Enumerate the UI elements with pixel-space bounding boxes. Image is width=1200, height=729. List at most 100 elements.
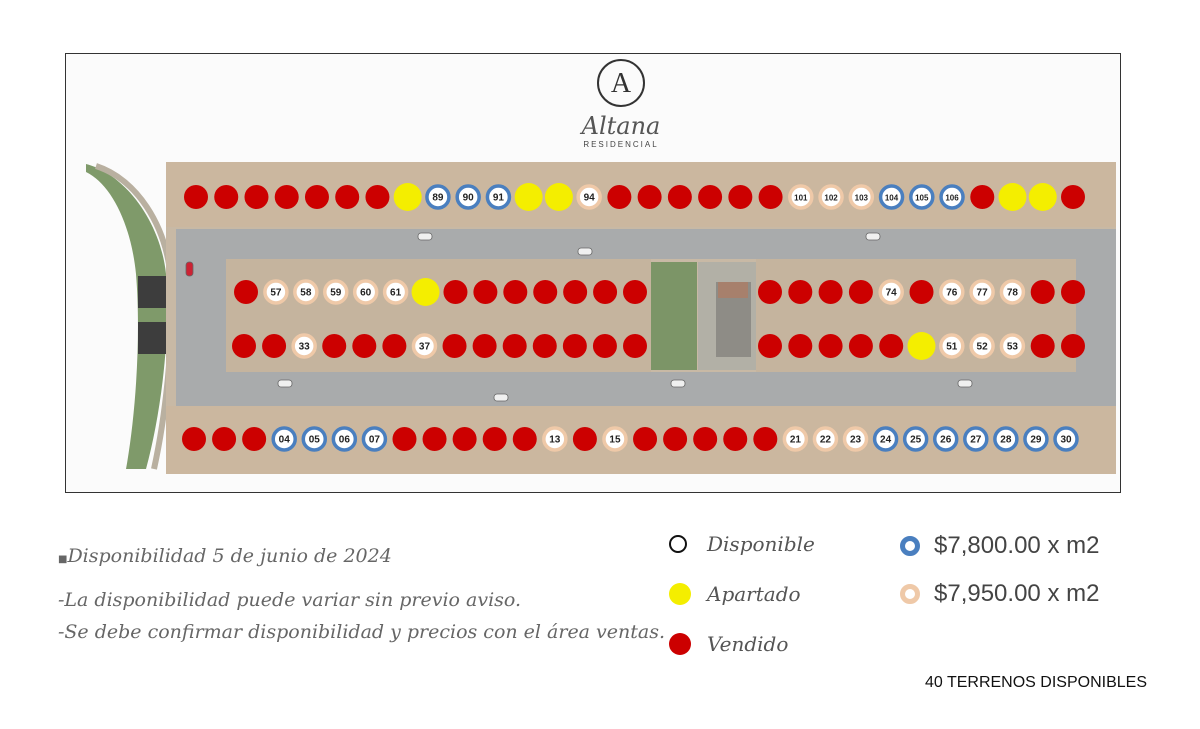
lot-marker-top[interactable]: 105 [909,184,935,210]
lot-marker-top[interactable] [184,185,208,209]
lot-marker-upper-right[interactable] [818,280,843,304]
lot-marker-top[interactable]: 90 [455,184,481,210]
lot-marker-bottom[interactable]: 05 [301,426,328,452]
lot-marker-bottom[interactable]: 07 [361,426,388,452]
lot-marker-lower-left[interactable] [623,334,647,358]
lot-marker-lower-left[interactable] [592,334,617,358]
lot-marker-bottom[interactable] [753,427,778,451]
lot-marker-lower-left[interactable] [322,334,347,358]
lot-marker-top[interactable] [544,183,573,211]
lot-marker-bottom[interactable]: 15 [602,426,628,452]
lot-marker-lower-left[interactable] [562,334,587,358]
lot-marker-upper-right[interactable]: 77 [969,279,995,305]
lot-marker-top[interactable]: 94 [576,184,602,210]
lot-marker-top[interactable]: 89 [425,184,451,210]
lot-marker-lower-right[interactable] [788,334,813,358]
lot-marker-upper-left[interactable] [473,280,498,304]
lot-marker-bottom[interactable]: 26 [932,426,959,452]
lot-marker-upper-left[interactable] [503,280,528,304]
lot-marker-bottom[interactable]: 23 [842,426,869,452]
lot-marker-lower-left[interactable] [262,334,287,358]
lot-marker-top[interactable] [244,185,269,209]
lot-marker-top[interactable] [514,183,543,211]
lot-marker-top[interactable] [698,185,723,209]
lot-marker-bottom[interactable]: 27 [963,426,989,452]
lot-marker-lower-left[interactable] [232,334,256,358]
lot-marker-bottom[interactable]: 06 [331,426,358,452]
lot-marker-lower-left[interactable] [382,334,407,358]
lot-marker-upper-right[interactable] [788,280,813,304]
lot-marker-lower-right[interactable] [848,334,873,358]
lot-marker-top[interactable]: 103 [848,184,875,210]
lot-marker-upper-left[interactable]: 61 [382,279,409,305]
lot-marker-top[interactable]: 106 [939,184,965,210]
lot-marker-bottom[interactable]: 04 [271,426,297,452]
lot-marker-top[interactable]: 102 [818,184,844,210]
lot-marker-lower-left[interactable] [532,334,557,358]
lot-marker-upper-left[interactable] [593,280,618,304]
lot-marker-upper-left[interactable] [234,280,258,304]
lot-marker-top[interactable] [274,185,299,209]
lot-marker-bottom[interactable] [512,427,537,451]
lot-marker-lower-right[interactable] [1030,334,1055,358]
lot-marker-top[interactable] [365,185,390,209]
lot-marker-top[interactable] [607,185,632,209]
lot-marker-top[interactable] [304,185,329,209]
lot-marker-upper-right[interactable] [1061,280,1085,304]
lot-marker-top[interactable] [998,183,1027,211]
lot-marker-upper-left[interactable]: 60 [352,279,379,305]
lot-marker-upper-left[interactable]: 57 [263,279,289,305]
lot-marker-lower-right[interactable] [1061,334,1085,358]
lot-marker-lower-left[interactable] [502,334,527,358]
lot-marker-top[interactable] [758,185,783,209]
lot-marker-bottom[interactable]: 22 [812,426,839,452]
lot-marker-top[interactable] [214,185,239,209]
lot-marker-top[interactable] [637,185,662,209]
lot-marker-top[interactable] [1028,183,1057,211]
lot-marker-lower-right[interactable]: 52 [969,333,995,359]
lot-marker-lower-right[interactable] [879,334,904,358]
lot-marker-upper-left[interactable] [533,280,558,304]
lot-marker-lower-right[interactable] [818,334,843,358]
lot-marker-lower-left[interactable] [352,334,377,358]
lot-marker-top[interactable]: 104 [878,184,905,210]
lot-marker-upper-left[interactable]: 59 [323,279,349,305]
lot-marker-upper-left[interactable]: 58 [293,279,319,305]
lot-marker-bottom[interactable]: 24 [872,426,899,452]
lot-marker-bottom[interactable] [482,427,507,451]
lot-marker-bottom[interactable]: 13 [542,426,568,452]
lot-marker-lower-left[interactable]: 37 [411,333,438,359]
lot-marker-bottom[interactable]: 29 [1023,426,1049,452]
lot-marker-lower-left[interactable] [442,334,467,358]
lot-marker-top[interactable] [970,185,995,209]
lot-marker-upper-left[interactable] [411,278,440,306]
lot-marker-lower-left[interactable] [472,334,497,358]
lot-marker-top[interactable] [667,185,692,209]
lot-marker-upper-left[interactable] [623,280,647,304]
lot-marker-bottom[interactable] [572,427,597,451]
lot-marker-top[interactable] [728,185,753,209]
lot-marker-bottom[interactable] [633,427,658,451]
lot-marker-lower-left[interactable]: 33 [291,333,317,359]
lot-marker-lower-right[interactable]: 51 [939,333,965,359]
lot-marker-upper-right[interactable] [909,280,934,304]
lot-marker-bottom[interactable] [182,427,206,451]
lot-marker-bottom[interactable]: 30 [1053,426,1079,452]
lot-marker-bottom[interactable]: 25 [902,426,929,452]
lot-marker-bottom[interactable] [212,427,237,451]
lot-marker-top[interactable]: 101 [788,184,814,210]
lot-marker-top[interactable] [393,183,422,211]
lot-marker-upper-right[interactable]: 76 [939,279,965,305]
lot-marker-bottom[interactable] [693,427,718,451]
lot-marker-upper-right[interactable] [1030,280,1055,304]
lot-marker-upper-right[interactable] [758,280,782,304]
lot-marker-upper-left[interactable] [443,280,468,304]
lot-marker-bottom[interactable]: 21 [782,426,809,452]
lot-marker-top[interactable] [335,185,360,209]
lot-marker-bottom[interactable] [452,427,477,451]
lot-marker-upper-left[interactable] [563,280,588,304]
lot-marker-upper-right[interactable]: 74 [878,279,904,305]
lot-marker-lower-right[interactable] [907,332,936,360]
lot-marker-bottom[interactable] [422,427,447,451]
lot-marker-bottom[interactable] [723,427,748,451]
